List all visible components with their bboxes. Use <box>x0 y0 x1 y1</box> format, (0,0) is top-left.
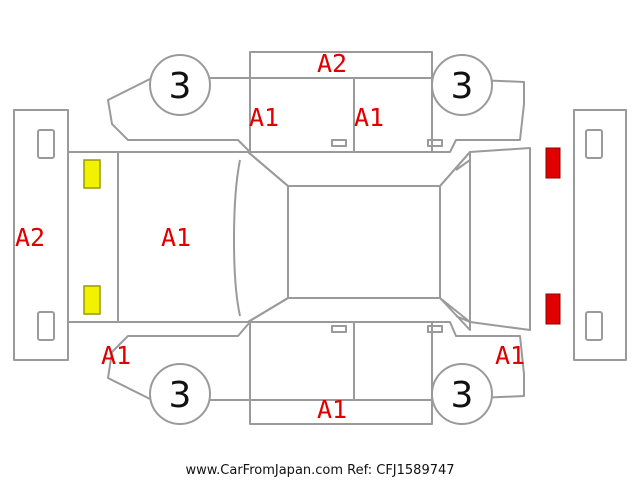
rear-bumper <box>573 109 627 361</box>
front-bumper <box>13 109 69 361</box>
right-side-view <box>107 321 525 425</box>
taillight-bottom <box>545 293 561 325</box>
wheel-rear-left <box>431 54 493 116</box>
damage-label-rocker-bottom: A1 <box>317 395 347 424</box>
damage-label-rear-right-corner: A1 <box>495 341 525 370</box>
wheel-rear-right-grade: 3 <box>451 375 474 416</box>
damage-label-rear-left-door: A1 <box>354 103 384 132</box>
taillight-top <box>545 147 561 179</box>
wheel-front-left <box>149 54 211 116</box>
damage-label-roof-top: A2 <box>317 49 347 78</box>
headlight-bottom <box>83 285 101 315</box>
wheel-rear-left-grade: 3 <box>451 66 474 107</box>
wheel-front-right <box>149 363 211 425</box>
wheel-rear-right <box>431 363 493 425</box>
damage-label-hood: A1 <box>161 223 191 252</box>
car-body-outline <box>67 147 531 331</box>
headlight-top <box>83 159 101 189</box>
left-side-view <box>107 51 525 153</box>
damage-label-front-bumper: A2 <box>15 223 45 252</box>
wheel-front-left-grade: 3 <box>169 66 192 107</box>
damage-label-front-left-corner: A1 <box>101 341 131 370</box>
wheel-front-right-grade: 3 <box>169 375 192 416</box>
damage-label-front-left-door: A1 <box>249 103 279 132</box>
watermark: www.CarFromJapan.com Ref: CFJ1589747 <box>185 463 454 478</box>
